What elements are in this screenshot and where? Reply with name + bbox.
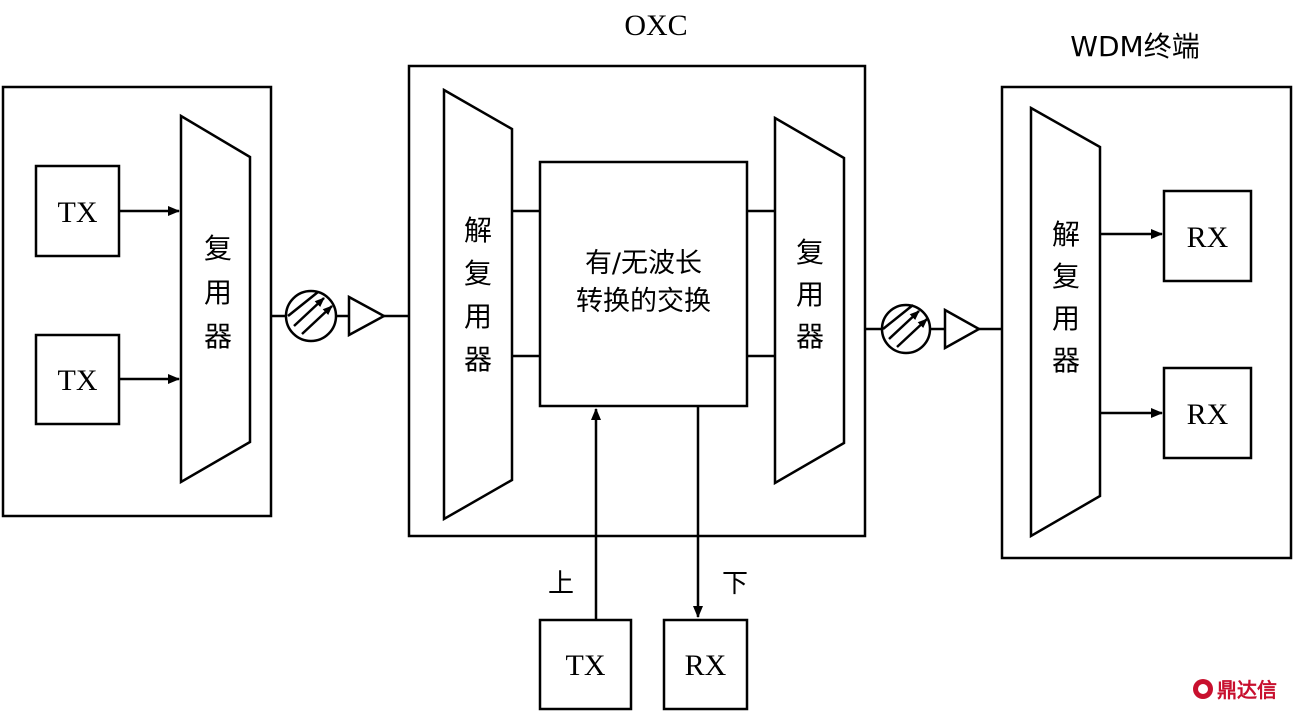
drop-rx-box (662, 618, 749, 711)
optical-amplifier-icon-left (347, 294, 387, 338)
left-mux-char-3: 器 (204, 320, 232, 353)
optical-amplifier-icon-right (943, 307, 982, 351)
tx-box-bottom (34, 333, 121, 426)
oxc-mux-char-1: 复 (796, 236, 824, 269)
oxc-mux-char-2: 用 (796, 278, 824, 311)
wdm-demux-char-4: 器 (1052, 344, 1080, 377)
wdm-demux-char-1: 解 (1052, 218, 1080, 251)
wavelength-switch-box (538, 160, 749, 408)
add-tx-label: TX (566, 649, 606, 682)
wdm-terminal: 解 复 用 器 RX RX (1000, 85, 1293, 560)
left-mux-char-1: 复 (204, 232, 232, 265)
oxc-node: 解 复 用 器 有/无波长 转换的交换 复 用 器 (407, 64, 867, 538)
coupler-arrow-left-1 (293, 297, 325, 327)
add-label: 上 (548, 569, 574, 599)
coupler-arrow-right-1 (888, 310, 920, 340)
watermark-text: 鼎达信 (1217, 678, 1277, 702)
left-terminal: TX TX 复 用 器 (1, 85, 273, 518)
wdm-terminal-title: WDM终端 (1070, 30, 1199, 63)
watermark: 鼎达信 (1193, 678, 1277, 702)
oxc-title: OXC (624, 9, 687, 42)
coupler-arrow-right-3 (882, 304, 914, 330)
drop-rx-label: RX (685, 649, 727, 682)
oxc-mux-char-3: 器 (796, 320, 824, 353)
left-link (271, 289, 409, 343)
tx-label-bottom: TX (58, 364, 98, 397)
add-drop-ports: 上 下 TX RX (538, 406, 749, 711)
wdm-demux-char-2: 复 (1052, 260, 1080, 293)
rx-box-bottom (1162, 366, 1253, 460)
tx-box-top (34, 164, 121, 258)
coupler-arrow-left-2 (301, 305, 333, 335)
rx-label-bottom: RX (1187, 398, 1229, 431)
drop-label: 下 (722, 569, 748, 599)
wdm-demux-char-3: 用 (1052, 302, 1080, 335)
switch-label-line1: 有/无波长 (585, 248, 702, 279)
left-multiplexer (179, 113, 252, 485)
wdm-demultiplexer (1029, 105, 1102, 539)
oxc-demux-char-3: 用 (464, 300, 492, 333)
oxc-demux-char-1: 解 (464, 214, 492, 247)
switch-label-line2: 转换的交换 (576, 286, 711, 317)
left-mux-char-2: 用 (204, 276, 232, 309)
right-link (865, 303, 1002, 355)
rx-label-top: RX (1187, 221, 1229, 254)
watermark-logo-inner (1198, 684, 1208, 694)
tx-label-top: TX (58, 196, 98, 229)
add-tx-box (538, 618, 633, 711)
rx-box-top (1162, 189, 1253, 283)
oxc-demux-char-2: 复 (464, 257, 492, 290)
coupler-arrow-right-2 (896, 318, 928, 348)
oxc-demux-char-4: 器 (464, 343, 492, 376)
coupler-arrow-left-3 (287, 291, 319, 317)
oxc-multiplexer (773, 115, 846, 486)
oxc-demultiplexer (442, 87, 514, 522)
